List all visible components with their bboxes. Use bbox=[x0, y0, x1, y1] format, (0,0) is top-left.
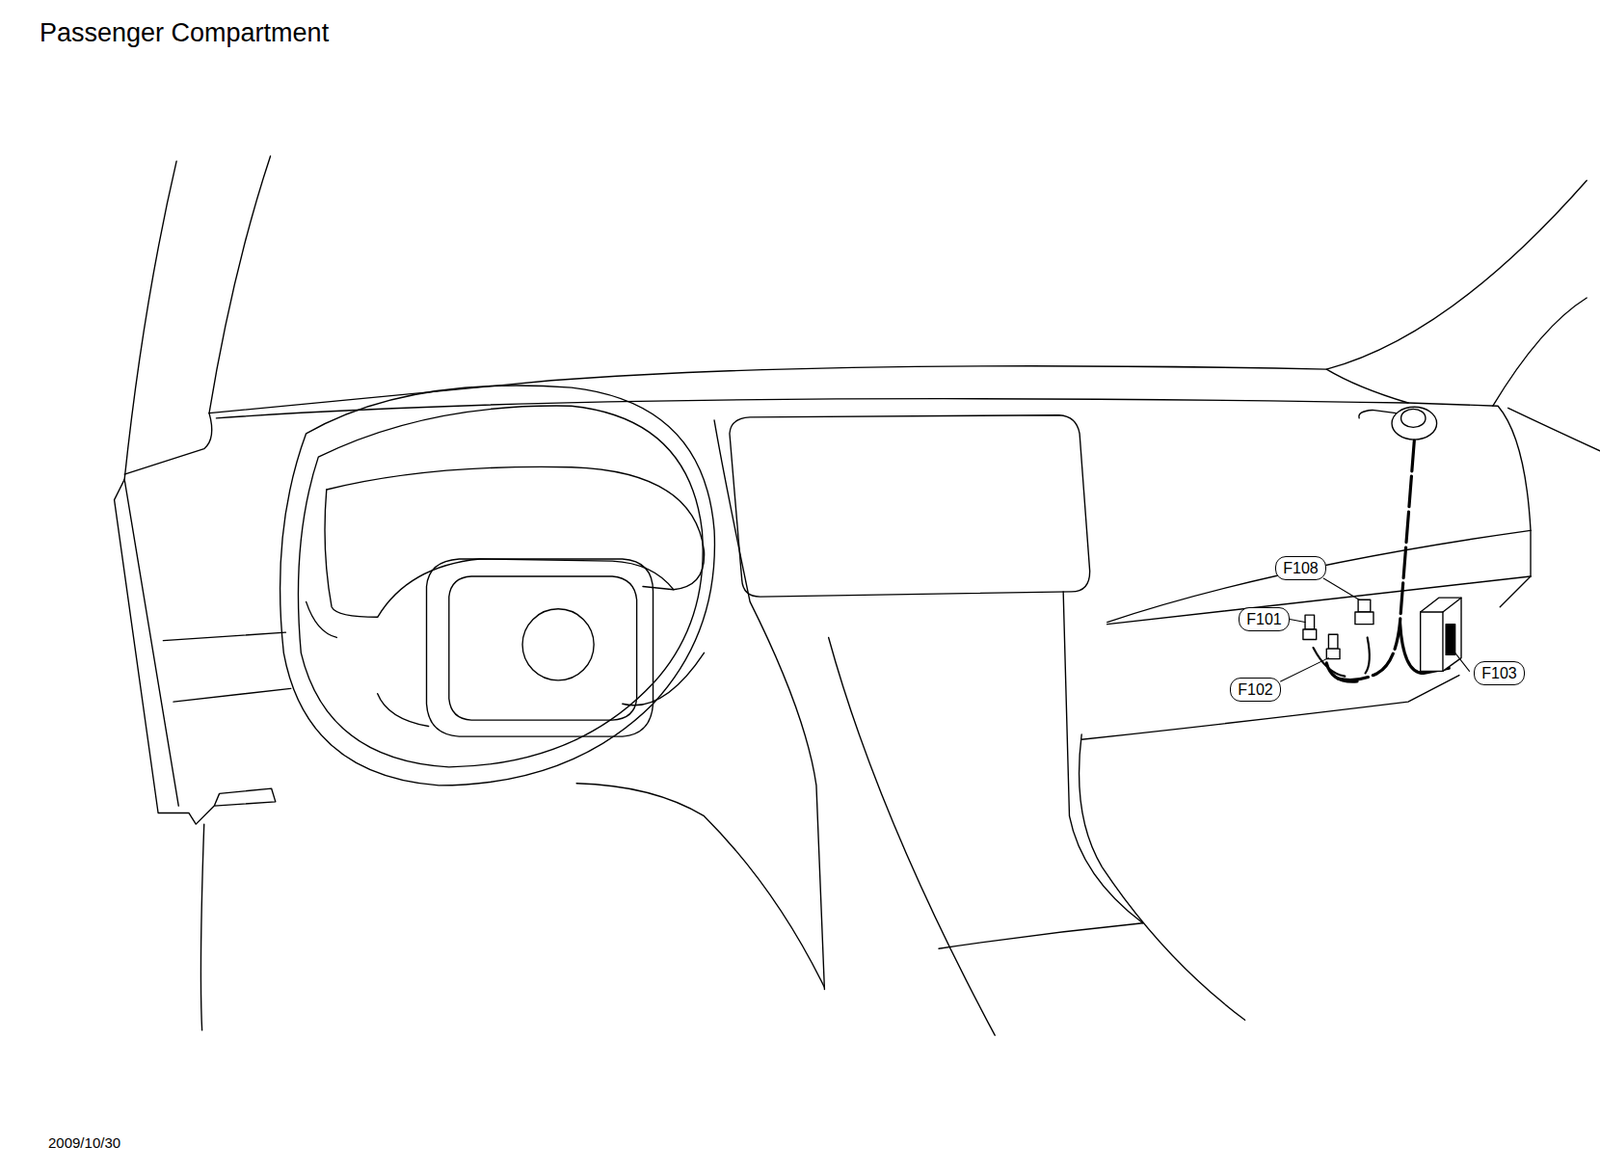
date-stamp: 2009/10/30 bbox=[48, 1134, 121, 1151]
callout-label: F101 bbox=[1246, 612, 1281, 628]
callout-label: F102 bbox=[1237, 682, 1273, 698]
connector-callout: F101 bbox=[1238, 607, 1290, 632]
callout-label: F108 bbox=[1282, 560, 1318, 577]
callout-label: F103 bbox=[1481, 666, 1517, 682]
connector-callout: F103 bbox=[1473, 661, 1525, 686]
connector-callout: F102 bbox=[1229, 677, 1281, 702]
connector-callout: F108 bbox=[1275, 556, 1327, 581]
page-title: Passenger Compartment bbox=[39, 18, 329, 49]
